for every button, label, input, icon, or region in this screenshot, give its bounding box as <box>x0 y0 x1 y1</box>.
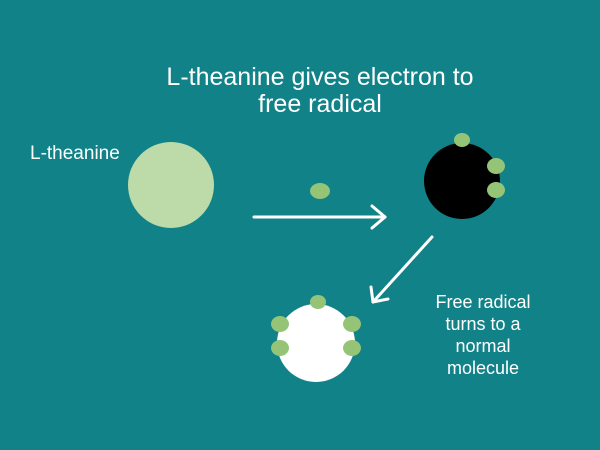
diagram-title: L-theanine gives electron to free radica… <box>0 64 600 118</box>
transferred-electron <box>310 183 330 199</box>
theanine-molecule <box>128 142 214 228</box>
normal-molecule <box>271 295 361 382</box>
transfer-arrow-head <box>370 204 387 230</box>
result-label-line-3: normal <box>455 336 511 356</box>
free-radical <box>424 133 505 219</box>
normal-molecule-electron <box>310 295 326 309</box>
transfer-arrow <box>252 204 387 230</box>
result-label: Free radical turns to a normal molecule <box>413 291 553 379</box>
conversion-arrow-head <box>369 285 390 304</box>
normal-molecule-electron <box>343 340 361 356</box>
title-line-1: L-theanine gives electron to <box>166 63 474 91</box>
theanine-label: L-theanine <box>30 143 120 164</box>
free-radical-electron <box>454 133 470 147</box>
result-label-line-4: molecule <box>446 358 520 378</box>
free-radical-electron <box>487 158 505 174</box>
free-radical-molecule <box>424 143 500 219</box>
normal-molecule-body <box>277 304 355 382</box>
normal-molecule-electron <box>343 316 361 332</box>
normal-molecule-electron <box>271 316 289 332</box>
free-radical-electron <box>487 182 505 198</box>
conversion-arrow-shaft <box>371 235 434 304</box>
normal-molecule-electron <box>271 340 289 356</box>
conversion-arrow <box>369 235 434 304</box>
title-line-2: free radical <box>258 90 382 118</box>
result-label-line-2: turns to a <box>445 314 521 334</box>
result-label-line-1: Free radical <box>435 292 531 312</box>
